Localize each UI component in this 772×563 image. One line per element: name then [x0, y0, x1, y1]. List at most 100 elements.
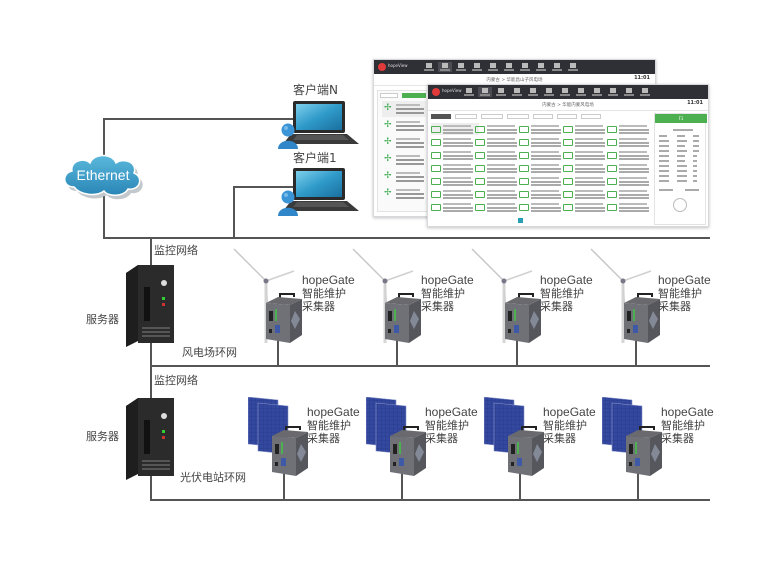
turbine-tile[interactable]: [431, 149, 479, 161]
turbine-tile[interactable]: [607, 123, 655, 135]
turbine-tile[interactable]: [475, 201, 523, 213]
turbine-status-icon: [607, 191, 617, 198]
turbine-status-icon: [431, 178, 441, 185]
filter-chip: [455, 114, 477, 119]
solar-gateway-label-1: hopeGate 智能维护 采集器: [307, 406, 360, 446]
filter-chip: [507, 114, 529, 119]
gateway-type: 采集器: [658, 300, 691, 313]
turbine-tile[interactable]: [607, 188, 655, 200]
turbine-tile[interactable]: [519, 123, 567, 135]
turbine-status-icon: [519, 165, 529, 172]
cloud-to-client-n-horizontal: [103, 118, 293, 120]
turbine-tile[interactable]: [431, 175, 479, 187]
solar-gateway-label-2: hopeGate 智能维护 采集器: [425, 406, 478, 446]
turbine-tile[interactable]: [475, 188, 523, 200]
turbine-status-icon: [563, 139, 573, 146]
wind-server: [122, 263, 178, 349]
turbine-status-icon: [519, 126, 529, 133]
turbine-tile[interactable]: [607, 162, 655, 174]
turbine-tile[interactable]: [519, 188, 567, 200]
gateway-desc: 智能维护: [661, 419, 705, 432]
turbine-tile[interactable]: [563, 123, 611, 135]
turbine-tile[interactable]: [563, 162, 611, 174]
turbine-status-icon: [563, 178, 573, 185]
turbine-status-icon: [607, 204, 617, 211]
app-clock: 11:01: [687, 100, 703, 106]
turbine-tile[interactable]: [475, 149, 523, 161]
wind-ring-label: 风电场环网: [182, 346, 237, 359]
solar-ring-label: 光伏电站环网: [180, 471, 246, 484]
nav-button-active: [478, 87, 492, 97]
turbine-tile[interactable]: [519, 175, 567, 187]
turbine-tile[interactable]: [519, 201, 567, 213]
nav-button: [502, 62, 516, 72]
solar-gateway-label-3: hopeGate 智能维护 采集器: [543, 406, 596, 446]
turbine-tile[interactable]: [563, 136, 611, 148]
nav-button: [510, 87, 524, 97]
turbine-tile[interactable]: [475, 175, 523, 187]
gateway-name: hopeGate: [302, 273, 355, 287]
wind-turbine-icon: [471, 248, 533, 343]
nav-button: [422, 62, 436, 72]
wind-ring-bus: [150, 365, 710, 367]
app-clock: 11:01: [634, 75, 650, 81]
wind-gateway-label-4: hopeGate 智能维护 采集器: [658, 274, 711, 314]
gateway-type: 采集器: [302, 300, 335, 313]
smiley-icon: [673, 198, 687, 212]
filter-chip: [557, 114, 577, 119]
turbine-tile[interactable]: [519, 162, 567, 174]
turbine-tile[interactable]: [431, 123, 479, 135]
gateway-desc: 智能维护: [543, 419, 587, 432]
turbine-tile[interactable]: [563, 149, 611, 161]
turbine-tile[interactable]: [519, 136, 567, 148]
solar-gateway-device-4: [622, 426, 664, 478]
nav-button: [454, 62, 468, 72]
app-titlebar: 内蒙古 > 华能内蒙风电场 11:01: [428, 99, 708, 111]
gateway-type: 采集器: [661, 432, 694, 445]
software-screen-front: hopeView 内蒙古 > 华能内蒙风电场 11:01 F1: [427, 84, 709, 227]
gateway-device-icon: [508, 426, 544, 476]
turbine-tile[interactable]: [563, 175, 611, 187]
turbine-status-icon: [519, 139, 529, 146]
nav-button: [526, 87, 540, 97]
solar-server-label: 服务器: [86, 430, 119, 443]
wind-drop-3: [516, 335, 518, 366]
turbine-status-icon: [607, 126, 617, 133]
turbine-status-icon: [475, 191, 485, 198]
solar-gateway-label-4: hopeGate 智能维护 采集器: [661, 405, 714, 446]
turbine-tile[interactable]: [431, 136, 479, 148]
wind-server-label: 服务器: [86, 313, 119, 326]
turbine-status-icon: [607, 165, 617, 172]
turbine-tile[interactable]: [607, 149, 655, 161]
filter-chip: [481, 114, 503, 119]
turbine-tile[interactable]: [431, 162, 479, 174]
turbine-status-icon: [431, 165, 441, 172]
turbine-tile[interactable]: [431, 188, 479, 200]
turbine-status-icon: [563, 126, 573, 133]
turbine-tile[interactable]: [519, 149, 567, 161]
turbine-tile[interactable]: [475, 162, 523, 174]
turbine-tile[interactable]: [431, 201, 479, 213]
wind-network-label: 监控网络: [154, 244, 198, 257]
turbine-status-icon: [431, 191, 441, 198]
wind-turbine-icon: [590, 248, 652, 343]
turbine-status-icon: [607, 139, 617, 146]
nav-button: [462, 87, 476, 97]
turbine-tile[interactable]: [607, 175, 655, 187]
turbine-tile[interactable]: [563, 201, 611, 213]
nav-button: [574, 87, 588, 97]
main-backbone: [103, 237, 710, 239]
turbine-tile[interactable]: [607, 136, 655, 148]
gateway-desc: 智能维护: [540, 287, 584, 300]
wind-gateway-label-3: hopeGate 智能维护 采集器: [540, 274, 593, 314]
turbine-status-icon: [563, 204, 573, 211]
turbine-tile[interactable]: [563, 188, 611, 200]
nav-button: [534, 62, 548, 72]
turbine-tile[interactable]: [607, 201, 655, 213]
turbine-status-icon: [519, 178, 529, 185]
turbine-status-icon: [563, 191, 573, 198]
gateway-name: hopeGate: [661, 405, 714, 419]
app-title: 内蒙古 > 华能内蒙风电场: [542, 103, 594, 108]
turbine-tile[interactable]: [475, 123, 523, 135]
turbine-tile[interactable]: [475, 136, 523, 148]
